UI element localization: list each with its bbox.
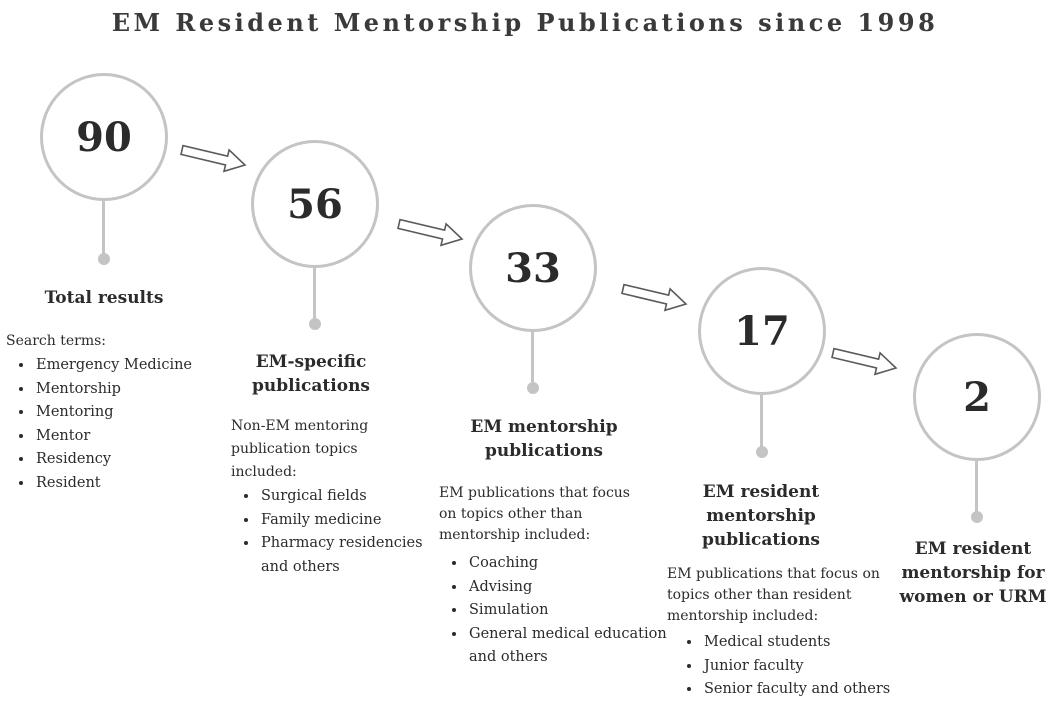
stage-2-connector — [313, 268, 316, 324]
stage-3-connector-dot — [527, 382, 539, 394]
stage-4-count-circle: 17 — [698, 267, 826, 395]
flow-arrow-3 — [621, 283, 688, 312]
stage-5-heading: EM resident mentorship for women or URM — [899, 539, 1047, 607]
flow-arrow-2 — [397, 218, 464, 247]
stage-3-count-circle: 33 — [469, 204, 597, 332]
stage-1-description: Search terms: — [6, 333, 107, 349]
stage-2-count-circle: 56 — [251, 140, 379, 268]
list-item: Mentoring — [34, 401, 244, 425]
list-item: Coaching — [467, 552, 667, 576]
flow-arrow-4 — [831, 347, 898, 376]
diagram-title: EM Resident Mentorship Publications sinc… — [111, 8, 939, 37]
stage-4-item-list: Medical students Junior faculty Senior f… — [674, 631, 902, 702]
stage-3-connector — [531, 332, 534, 388]
stage-2-description: Non-EM mentoring publication topics incl… — [231, 418, 369, 480]
stage-1-connector — [102, 201, 105, 259]
stage-2-item-list: Surgical fields Family medicine Pharmacy… — [231, 485, 434, 579]
list-item: Mentor — [34, 425, 244, 449]
list-item: Emergency Medicine — [34, 354, 244, 378]
stage-1-connector-dot — [98, 253, 110, 265]
stage-4-description: EM publications that focus on topics oth… — [667, 566, 880, 624]
stage-3-description: EM publications that focus on topics oth… — [439, 485, 630, 543]
list-item: Junior faculty — [702, 655, 902, 679]
stage-2-connector-dot — [309, 318, 321, 330]
list-item: Resident — [34, 472, 244, 496]
stage-5-count-circle: 2 — [913, 333, 1041, 461]
stage-4-connector — [760, 395, 763, 451]
list-item: Family medicine — [259, 509, 434, 533]
list-item: General medical education and others — [467, 623, 667, 670]
list-item: Senior faculty and others — [702, 678, 902, 702]
stage-4-heading: EM resident mentorship publications — [702, 482, 820, 550]
list-item: Medical students — [702, 631, 902, 655]
stage-3-heading: EM mentorship publications — [470, 417, 618, 461]
stage-1-count-circle: 90 — [40, 73, 168, 201]
list-item: Surgical fields — [259, 485, 434, 509]
stage-2-heading: EM-specific publications — [252, 352, 370, 396]
stage-5-connector — [975, 461, 978, 517]
list-item: Pharmacy residencies and others — [259, 532, 434, 579]
stage-4-connector-dot — [756, 446, 768, 458]
list-item: Residency — [34, 448, 244, 472]
stage-1-heading: Total results — [44, 288, 164, 308]
list-item: Advising — [467, 576, 667, 600]
list-item: Mentorship — [34, 378, 244, 402]
flow-arrow-1 — [180, 144, 247, 173]
stage-5-connector-dot — [971, 511, 983, 523]
stage-1-item-list: Emergency Medicine Mentorship Mentoring … — [6, 354, 244, 496]
list-item: Simulation — [467, 599, 667, 623]
stage-3-item-list: Coaching Advising Simulation General med… — [439, 552, 667, 670]
